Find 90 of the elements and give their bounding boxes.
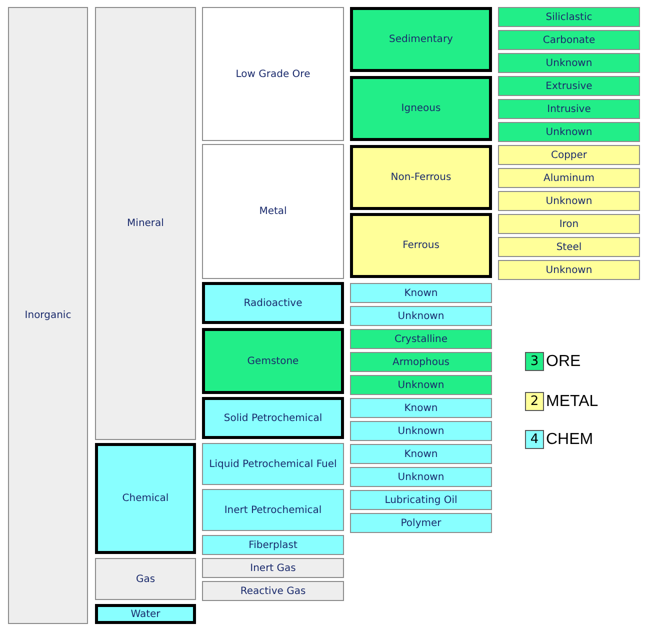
category-label: Reactive Gas (239, 586, 307, 596)
category-box (350, 329, 492, 349)
category-box (350, 283, 492, 303)
category-label: Ferrous (402, 240, 440, 251)
category-label: Intrusive (546, 104, 592, 114)
category-box (202, 489, 344, 531)
category-label: Armophous (392, 356, 450, 368)
category-box (95, 558, 196, 600)
category-box (350, 398, 492, 418)
category-box (350, 513, 492, 533)
category-box (350, 375, 492, 395)
category-label: Iron (558, 218, 580, 230)
category-box (202, 581, 344, 601)
legend-label: ORE (546, 353, 581, 371)
category-label: Known (403, 402, 439, 414)
category-label: Inert Gas (249, 562, 297, 574)
highlighted-category-box (202, 328, 344, 394)
legend-swatch: 3 (525, 352, 544, 371)
highlighted-category-box (95, 443, 196, 554)
category-label: Solid Petrochemical (222, 412, 324, 424)
category-label: Unknown (396, 380, 446, 390)
category-label: Inert Petrochemical (223, 504, 323, 516)
category-box (498, 99, 640, 119)
category-label: Carbonate (542, 34, 596, 46)
category-box (498, 168, 640, 188)
category-box (202, 443, 344, 485)
category-label: Unknown (544, 264, 594, 276)
category-label: Unknown (544, 196, 594, 206)
category-box (498, 191, 640, 211)
category-label: Igneous (400, 103, 442, 114)
category-box (498, 145, 640, 165)
category-label: Fiberplast (248, 540, 298, 550)
category-label: Sedimentary (388, 34, 454, 45)
category-label: Non-Ferrous (390, 172, 452, 183)
category-box (498, 214, 640, 234)
category-box (350, 352, 492, 372)
category-label: Water (130, 608, 162, 620)
category-label: Gas (134, 574, 156, 584)
category-box (202, 144, 344, 279)
category-label: Steel (555, 242, 583, 252)
category-box (498, 30, 640, 50)
highlighted-category-box (350, 7, 492, 72)
highlighted-category-box (202, 397, 344, 439)
category-label: Metal (258, 206, 288, 217)
category-box (202, 535, 344, 555)
highlighted-category-box (350, 213, 492, 278)
category-box (8, 7, 88, 624)
category-box (202, 7, 344, 141)
category-label: Unknown (544, 58, 594, 68)
category-box (498, 260, 640, 280)
category-box (498, 76, 640, 96)
category-box (498, 237, 640, 257)
category-label: Radioactive (242, 298, 304, 308)
category-box (498, 122, 640, 142)
category-label: Lubricating Oil (384, 494, 458, 506)
category-box (350, 444, 492, 464)
category-label: Crystalline (393, 334, 449, 344)
legend-label: CHEM (546, 431, 594, 449)
category-label: Gemstone (246, 356, 300, 366)
category-box (350, 467, 492, 487)
category-box (350, 490, 492, 510)
category-label: Inorganic (24, 310, 72, 321)
category-label: Unknown (396, 472, 446, 482)
legend-swatch: 4 (525, 430, 544, 449)
category-label: Polymer (400, 518, 442, 528)
category-box (95, 7, 196, 440)
category-label: Extrusive (544, 80, 594, 92)
category-label: Low Grade Ore (234, 68, 312, 80)
category-box (350, 421, 492, 441)
category-label: Siliclastic (544, 12, 594, 22)
legend-label: METAL (546, 393, 598, 411)
highlighted-category-box (350, 76, 492, 141)
category-label: Copper (550, 150, 588, 160)
category-label: Unknown (396, 426, 446, 436)
highlighted-category-box (350, 145, 492, 210)
category-label: Liquid Petrochemical Fuel (208, 458, 338, 470)
category-box (498, 53, 640, 73)
category-label: Known (403, 288, 439, 298)
category-box (202, 558, 344, 578)
category-label: Unknown (396, 310, 446, 322)
category-label: Known (403, 448, 439, 460)
legend-swatch: 2 (525, 392, 544, 411)
highlighted-category-box (202, 282, 344, 324)
category-label: Aluminum (542, 172, 596, 184)
category-label: Unknown (544, 126, 594, 138)
category-label: Chemical (121, 493, 170, 504)
highlighted-category-box (95, 604, 196, 624)
category-box (498, 7, 640, 27)
category-label: Mineral (126, 218, 165, 229)
category-box (350, 306, 492, 326)
